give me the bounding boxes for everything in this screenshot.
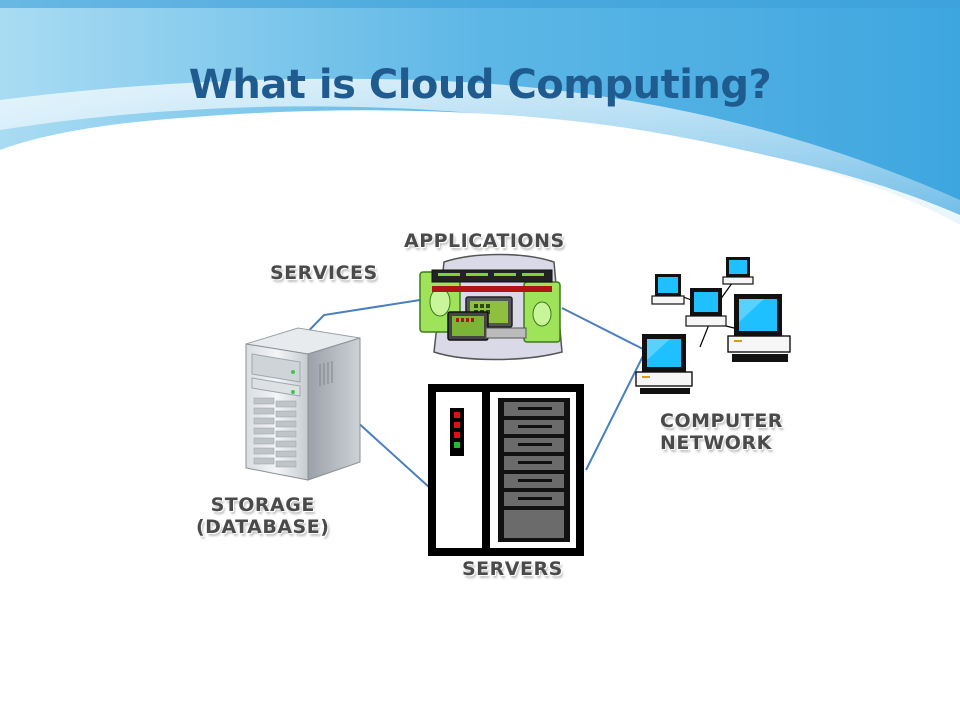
services-label: SERVICES <box>270 262 378 284</box>
applications-icon <box>419 253 563 361</box>
computer-network-label-line2: NETWORK <box>660 432 772 454</box>
header-wave-banner <box>0 0 960 232</box>
slide-title: What is Cloud Computing? <box>188 62 772 108</box>
connector-applications-to-network <box>561 307 646 351</box>
applications-label: APPLICATIONS <box>404 230 565 252</box>
computer-icon <box>722 257 754 285</box>
storage-label: STORAGE (DATABASE) <box>196 494 329 538</box>
storage-server-icon <box>245 327 361 481</box>
computer-network-label-line1: COMPUTER <box>660 410 783 432</box>
computer-icon <box>651 274 685 305</box>
servers-label: SERVERS <box>462 558 563 580</box>
storage-label-line1: STORAGE <box>210 494 315 516</box>
computer-network-label: COMPUTER NETWORK <box>660 410 783 454</box>
connector-servers-to-network <box>585 351 646 471</box>
computer-network-icon <box>635 257 791 394</box>
computer-icon <box>727 294 791 362</box>
connector-storage-to-servers <box>354 419 431 489</box>
computer-icon <box>635 334 693 394</box>
computer-icon <box>685 288 727 327</box>
storage-label-line2: (DATABASE) <box>196 516 330 538</box>
servers-rack-icon <box>428 384 584 556</box>
